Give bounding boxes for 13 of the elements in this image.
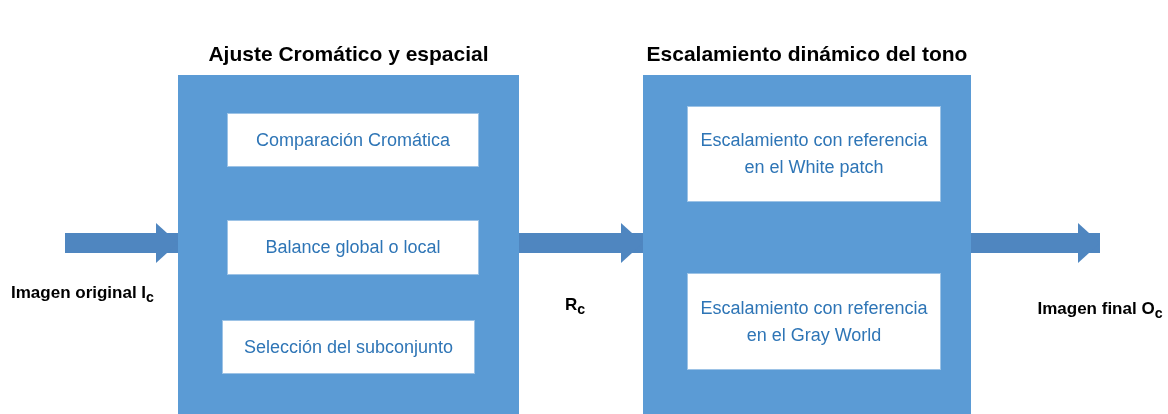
process-box: Selección del subconjunto	[222, 320, 475, 374]
signal-label: Imagen original I$_{c}$	[10, 282, 155, 308]
process-box: Balance global o local	[227, 220, 479, 275]
signal-label: Imagen final O$_{c}$	[1036, 298, 1164, 324]
block-arrow	[519, 223, 643, 263]
signal-label: R$_{c}$	[563, 294, 587, 320]
process-box: Escalamiento con referencia en el White patch	[687, 106, 941, 202]
process-box: Escalamiento con referencia en el Gray World	[687, 273, 941, 370]
stage-heading: Escalamiento dinámico del tono	[645, 41, 969, 67]
process-box: Comparación Cromática	[227, 113, 479, 167]
block-arrow	[971, 223, 1100, 263]
block-arrow	[65, 223, 178, 263]
stage-heading: Ajuste Cromático y espacial	[207, 41, 490, 67]
